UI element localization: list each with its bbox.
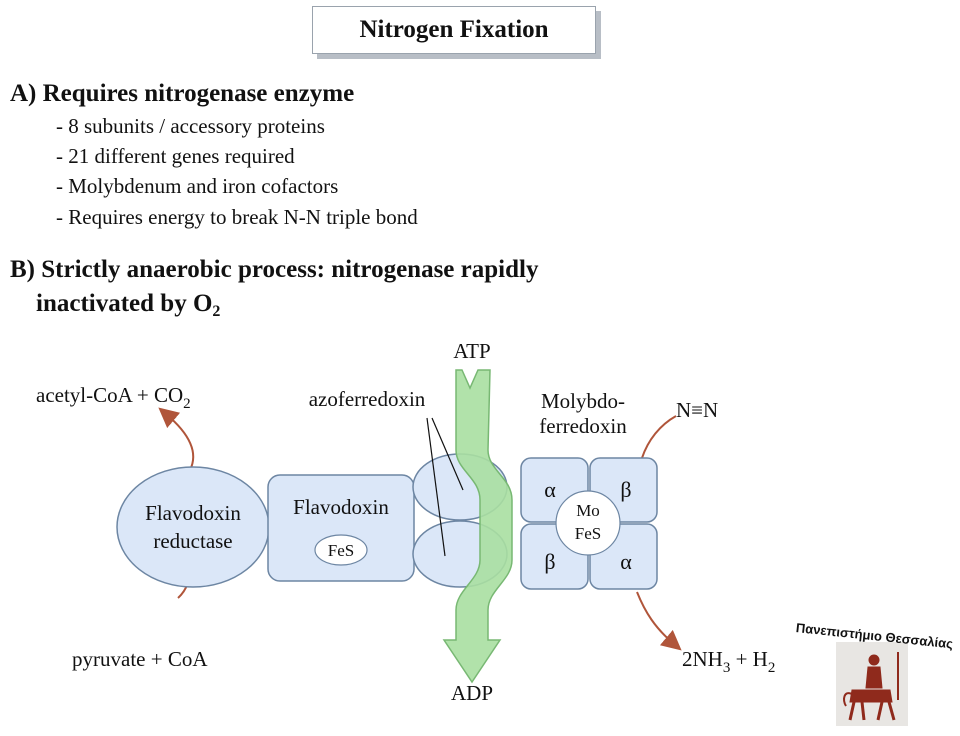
atp-label: ATP <box>453 339 490 363</box>
alpha-label-bottom: α <box>620 549 632 574</box>
mo-fes-cofactor-shape <box>555 490 621 556</box>
slide-title: Nitrogen Fixation <box>359 16 549 43</box>
alpha-label-top: α <box>544 477 556 502</box>
azoferredoxin-label: azoferredoxin <box>309 387 426 411</box>
fes-label: FeS <box>328 541 354 560</box>
reductase-to-acetyl-arrow <box>158 407 195 471</box>
mo-label: Mo <box>576 501 600 520</box>
fes-cluster-shape <box>314 534 368 566</box>
flavodoxin-reductase-shape <box>116 466 270 588</box>
flavodoxin-label: Flavodoxin <box>293 495 389 519</box>
section-b-heading-line2: inactivated by O2 <box>36 290 220 321</box>
beta-label-top: β <box>620 477 631 502</box>
section-b-line2-text: inactivated by O <box>36 290 213 317</box>
atp-adp-arrow <box>442 369 513 684</box>
adp-label: ADP <box>451 681 493 705</box>
o2-subscript: 2 <box>212 303 221 320</box>
ammonia-hydrogen-label: 2NH3 + H2 <box>682 647 775 676</box>
flavodoxin-shape <box>267 474 415 582</box>
acetyl-coa-label: acetyl-CoA + CO2 <box>36 383 191 412</box>
molybdo-label-line2: ferredoxin <box>539 414 627 438</box>
azoferredoxin-pointer-upper <box>431 417 464 491</box>
mo-fes-label: FeS <box>575 524 601 543</box>
pyruvate-label: pyruvate + CoA <box>72 647 208 671</box>
reductase-label-line2: reductase <box>153 529 232 553</box>
bullet-genes: - 21 different genes required <box>56 144 295 168</box>
azoferredoxin-pointer-lower <box>426 417 446 557</box>
n2-input-line <box>641 415 677 459</box>
bullet-subunits: - 8 subunits / accessory proteins <box>56 114 325 138</box>
bullet-cofactors: - Molybdenum and iron cofactors <box>56 174 339 198</box>
ammonia-output-arrow <box>636 591 682 651</box>
beta-label-bottom: β <box>544 549 555 574</box>
title-box: Nitrogen Fixation <box>312 6 596 54</box>
section-b-heading-line1: B) Strictly anaerobic process: nitrogena… <box>10 256 539 283</box>
n2-label: N≡N <box>676 398 718 422</box>
molybdo-label-line1: Molybdo- <box>541 389 625 413</box>
centaur-emblem-icon <box>843 652 899 721</box>
section-a-heading: A) Requires nitrogenase enzyme <box>10 80 355 107</box>
bullet-energy: - Requires energy to break N-N triple bo… <box>56 205 418 229</box>
reductase-label-line1: Flavodoxin <box>145 501 241 525</box>
